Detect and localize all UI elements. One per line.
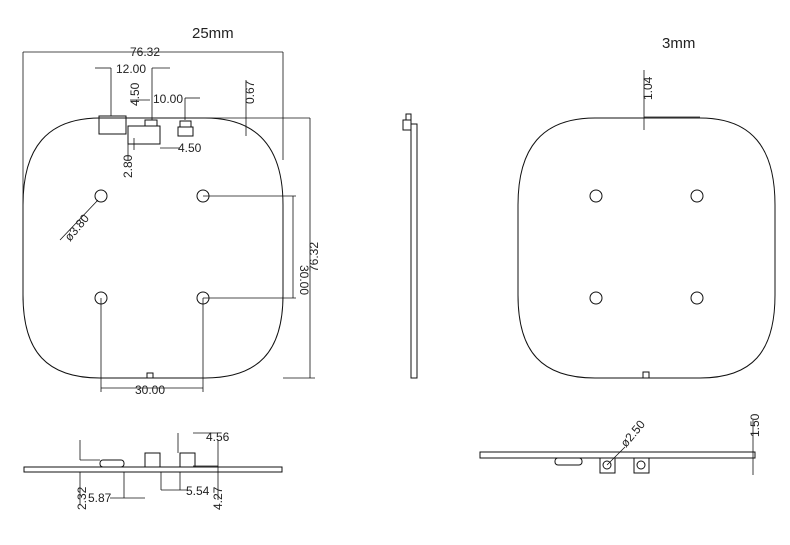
board-edge	[23, 466, 283, 473]
pad	[179, 120, 192, 128]
component-profile	[179, 452, 196, 468]
front-view: 76.32 12.00 4.50 10.00 0.67 4.50 2.80 ø3…	[22, 45, 321, 397]
side-component	[405, 113, 412, 121]
dim-back-offset: 1.04	[641, 76, 655, 100]
notch	[642, 371, 650, 379]
board-edge	[479, 451, 756, 459]
front-view-title: 25mm	[192, 25, 234, 42]
dim-pad-width: 4.50	[178, 141, 202, 155]
component	[127, 125, 161, 145]
dim-bl-b: 2.32	[75, 486, 89, 510]
front-board-outline	[22, 117, 284, 379]
dim-width-top: 76.32	[130, 45, 160, 59]
back-view: 1.04	[517, 70, 776, 379]
mount-hole	[94, 189, 108, 203]
dim-height: 76.32	[307, 242, 321, 272]
dim-depth: 2.80	[121, 154, 135, 178]
standoff-hole	[636, 460, 646, 470]
connector-profile	[554, 457, 583, 466]
dim-pad-spacing: 10.00	[153, 92, 183, 106]
component	[144, 119, 158, 127]
connector-profile	[99, 459, 125, 468]
dim-small-height: 4.50	[128, 82, 142, 106]
mount-hole	[690, 291, 704, 305]
mount-hole	[690, 189, 704, 203]
back-board-outline	[517, 117, 776, 379]
mount-hole	[589, 291, 603, 305]
dim-br-hole: ø2.50	[618, 417, 649, 450]
mount-hole	[589, 189, 603, 203]
dim-bl-e: 4.27	[211, 486, 225, 510]
side-view	[402, 113, 418, 379]
bottom-left-view: 4.56 2.32 5.87 5.54 4.27	[23, 430, 283, 510]
dim-bl-d: 5.54	[186, 484, 210, 498]
back-view-title: 3mm	[662, 35, 695, 52]
dim-br-thickness: 1.50	[748, 413, 762, 437]
standoff	[633, 457, 650, 474]
dim-connector-offset: 12.00	[116, 62, 146, 76]
side-board	[410, 123, 418, 379]
usb-connector	[98, 115, 127, 135]
dim-hole-spacing-v: 30.00	[297, 265, 311, 295]
side-connector	[402, 119, 412, 131]
dim-hole-spacing-h: 30.00	[135, 383, 165, 397]
pad	[177, 126, 194, 137]
component-profile	[144, 452, 161, 468]
bottom-right-view: ø2.50 1.50	[479, 413, 762, 475]
dim-bl-a: 4.56	[206, 430, 230, 444]
dim-hole-diameter: ø3.80	[62, 211, 93, 244]
standoff-hole	[602, 460, 612, 470]
notch	[146, 372, 154, 379]
dim-bl-c: 5.87	[88, 491, 112, 505]
dim-edge-offset: 0.67	[243, 80, 257, 104]
standoff	[599, 457, 616, 474]
